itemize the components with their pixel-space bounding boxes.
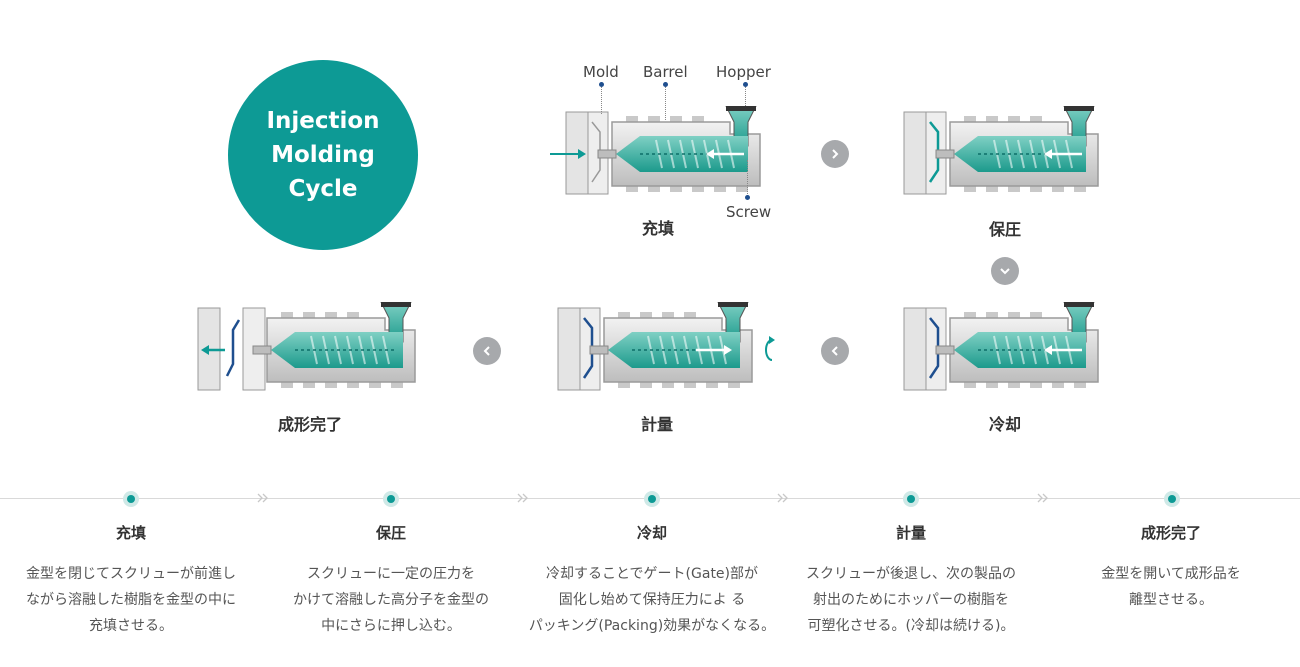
step-metering: 計量 スクリューが後退し、次の製品の 射出のためにホッパーの樹脂を 可塑化させる… [781, 522, 1041, 639]
machine-pressure [903, 106, 1099, 195]
timeline-dot-5 [1164, 491, 1180, 507]
double-chevron-icon [257, 493, 268, 503]
pin-barrel [663, 82, 668, 87]
chevron-left-icon [831, 346, 838, 356]
chevron-right-icon [832, 149, 839, 159]
step-description: 金型を開いて成形品を 離型させる。 [1101, 566, 1241, 608]
machine-metering [557, 302, 775, 391]
rotate-icon [765, 336, 775, 361]
step-description: 金型を閉じてスクリューが前進し ながら溶融した樹脂を金型の中に 充填させる。 [26, 566, 236, 634]
label-mold: Mold [583, 63, 619, 81]
stage-label-ejection: 成形完了 [277, 415, 342, 434]
timeline-dot-4 [903, 491, 919, 507]
arrow-left-icon [201, 345, 225, 355]
stage-label-filling: 充填 [641, 219, 674, 238]
double-chevron-icon [517, 493, 528, 503]
step-title: 冷却 [636, 524, 667, 542]
chevron-left-icon [483, 346, 490, 356]
stage-label-pressure: 保圧 [988, 220, 1021, 239]
pin-mold [599, 82, 604, 87]
timeline-dot-3 [644, 491, 660, 507]
timeline-dot-2 [383, 491, 399, 507]
step-title: 成形完了 [1140, 524, 1201, 542]
pin-screw [745, 195, 750, 200]
step-title: 充填 [115, 524, 146, 542]
next-stage-button[interactable] [821, 140, 849, 168]
pin-hopper [743, 82, 748, 87]
stage-label-metering: 計量 [640, 415, 673, 434]
label-hopper: Hopper [716, 63, 771, 81]
step-filling: 充填 金型を閉じてスクリューが前進し ながら溶融した樹脂を金型の中に 充填させる… [1, 522, 261, 639]
cycle-title: Injection Molding Cycle [266, 108, 380, 202]
prev-stage-left-button[interactable] [473, 337, 501, 365]
label-barrel: Barrel [643, 63, 688, 81]
step-title: 計量 [895, 524, 926, 542]
step-description: 冷却することでゲート(Gate)部が 固化し始めて保持圧力によ る パッキング(… [528, 566, 776, 634]
step-description: スクリューが後退し、次の製品の 射出のためにホッパーの樹脂を 可塑化させる。(冷… [806, 566, 1016, 634]
step-ejection: 成形完了 金型を開いて成形品を 離型させる。 [1041, 522, 1300, 613]
cycle-title-circle: Injection Molding Cycle [228, 60, 418, 250]
next-stage-down-button[interactable] [991, 257, 1019, 285]
stage-label-cooling: 冷却 [988, 415, 1021, 434]
label-screw: Screw [726, 203, 772, 221]
chevron-down-icon [1000, 268, 1010, 275]
machine-cooling [903, 302, 1099, 391]
machine-ejection [197, 302, 416, 391]
machine-filling [550, 106, 761, 195]
double-chevron-icon [1037, 493, 1048, 503]
step-title: 保圧 [375, 524, 406, 542]
step-cooling: 冷却 冷却することでゲート(Gate)部が 固化し始めて保持圧力によ る パッキ… [522, 522, 782, 639]
step-pressure: 保圧 スクリューに一定の圧力を かけて溶融した高分子を金型の 中にさらに押し込む… [261, 522, 521, 639]
next-stage-left-button[interactable] [821, 337, 849, 365]
timeline-dot-1 [123, 491, 139, 507]
double-chevron-icon [777, 493, 788, 503]
step-description: スクリューに一定の圧力を かけて溶融した高分子を金型の 中にさらに押し込む。 [293, 566, 489, 634]
